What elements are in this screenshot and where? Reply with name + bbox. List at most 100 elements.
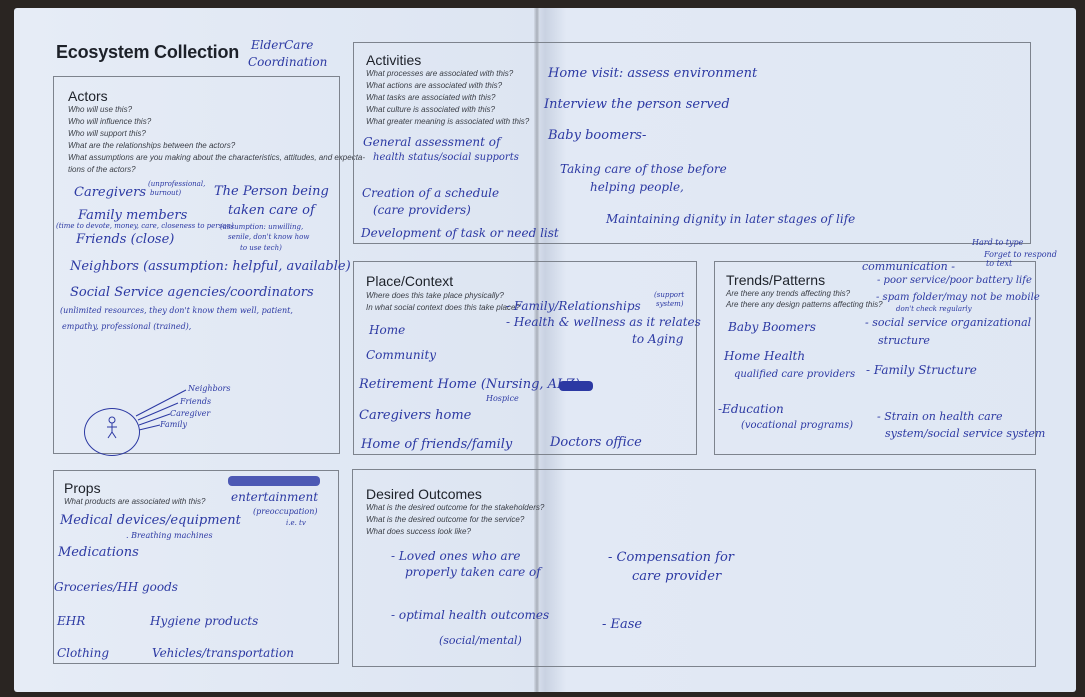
actors-note: (unprofessional, [148,180,206,188]
props-note: Clothing [57,646,110,660]
place-note: Caregivers home [359,408,472,423]
activities-note: helping people, [590,180,684,194]
trends-note: don't check regularly [896,305,972,313]
actors-note: (unlimited resources, they don't know th… [60,306,293,315]
props-question: What products are associated with this? [64,497,206,506]
place-note: Community [366,348,437,362]
activities-note: Maintaining dignity in later stages of l… [606,212,856,226]
diagram-label: Neighbors [188,384,231,393]
place-note: Home of friends/family [361,437,513,452]
outcomes-note: properly taken care of [405,565,541,579]
trends-note: -Education [718,402,784,416]
actors-note: taken care of [228,203,315,218]
props-note: Medical devices/equipment [60,513,241,528]
actors-note: to use tech) [240,244,282,252]
actors-note: Friends (close) [76,232,175,247]
place-note: Retirement Home (Nursing, ALZ) [359,377,580,392]
outcomes-note: - optimal health outcomes [391,608,550,622]
trends-note: Forget to respond [984,250,1057,259]
persona-circle [84,408,140,456]
activities-title: Activities [366,52,422,68]
activities-note: Home visit: assess environment [548,66,758,81]
activities-note: health status/social supports [373,152,519,163]
activities-note: General assessment of [363,135,501,149]
ink-scribble [559,381,593,391]
trends-note: - social service organizational [865,316,1032,329]
actors-note: empathy, professional (trained), [62,322,192,331]
outcomes-note: (social/mental) [439,634,522,647]
actors-question: Who will use this? [68,105,133,114]
actors-note: (assumption: unwilling, [220,223,304,231]
activities-question: What tasks are associated with this? [366,93,496,102]
place-note: Doctors office [550,435,642,450]
props-title: Props [64,480,101,496]
project-label-line-1: ElderCare [251,38,314,52]
trends-note: (vocational programs) [741,420,854,431]
actors-question: Who will influence this? [68,117,152,126]
actors-question: What assumptions are you making about th… [68,153,366,162]
project-label-line-2: Coordination [248,55,328,69]
outcomes-question: What does success look like? [366,527,471,536]
props-note: (preoccupation) [253,507,318,516]
activities-note: Creation of a schedule [362,186,500,200]
activities-note: (care providers) [373,203,471,217]
trends-title: Trends/Patterns [726,272,826,288]
actors-note: burnout) [150,189,182,197]
trends-question: Are there any design patterns affecting … [726,300,883,309]
outcomes-title: Desired Outcomes [366,486,482,502]
trends-note: Baby Boomers [728,320,816,334]
props-note: Medications [58,545,139,560]
actors-section [53,76,340,454]
place-question: In what social context does this take pl… [366,303,520,312]
activities-note: Taking care of those before [560,162,727,176]
diagram-label: Family [160,420,187,429]
props-note: Vehicles/transportation [152,646,294,660]
outcomes-section [352,469,1036,667]
props-note: entertainment [231,490,319,504]
place-note: Hospice [486,394,519,403]
props-note: i.e. tv [286,519,306,527]
place-section [353,261,697,455]
trends-note: - Strain on health care [877,410,1003,423]
trends-note: structure [878,334,930,347]
actors-note: Family members [78,208,188,223]
place-note: - Health & wellness as it relates [506,315,701,329]
activities-question: What actions are associated with this? [366,81,503,90]
activities-note: Development of task or need list [361,226,559,240]
props-note: . Breathing machines [126,531,213,540]
activities-note: Baby boomers- [548,128,647,143]
trends-note: qualified care providers [734,369,856,380]
outcomes-note: - Ease [602,617,643,632]
diagram-label: Friends [180,397,212,406]
outcomes-note: - Loved ones who are [391,549,521,563]
actors-title: Actors [68,88,108,104]
trends-note: - Family Structure [866,363,977,377]
props-note: Hygiene products [150,614,259,628]
place-note: system) [656,300,684,308]
activities-question: What culture is associated with this? [366,105,495,114]
place-title: Place/Context [366,273,454,289]
place-note: Home [369,323,406,337]
trends-note: Hard to type [972,238,1024,247]
actors-question: What are the relationships between the a… [68,141,236,150]
activities-note: Interview the person served [544,97,730,112]
page-title: Ecosystem Collection [56,42,240,62]
ink-scribble [228,476,320,486]
trends-note: - spam folder/may not be mobile [876,292,1040,303]
activities-question: What greater meaning is associated with … [366,117,530,126]
outcomes-note: care provider [632,569,722,584]
actors-note: Caregivers [74,185,147,200]
paper-sheet [14,8,1076,692]
trends-note: - poor service/poor battery life [877,275,1032,286]
trends-note: Home Health [724,349,806,363]
place-question: Where does this take place physically? [366,291,504,300]
props-note: Groceries/HH goods [54,580,178,594]
activities-question: What processes are associated with this? [366,69,514,78]
props-section [53,470,339,664]
actors-question: Who will support this? [68,129,146,138]
actors-note: Neighbors (assumption: helpful, availabl… [70,259,351,274]
place-note: - Family/Relationships [506,299,641,313]
trends-section [714,261,1036,455]
place-note: (support [654,291,685,299]
activities-section [353,42,1031,244]
